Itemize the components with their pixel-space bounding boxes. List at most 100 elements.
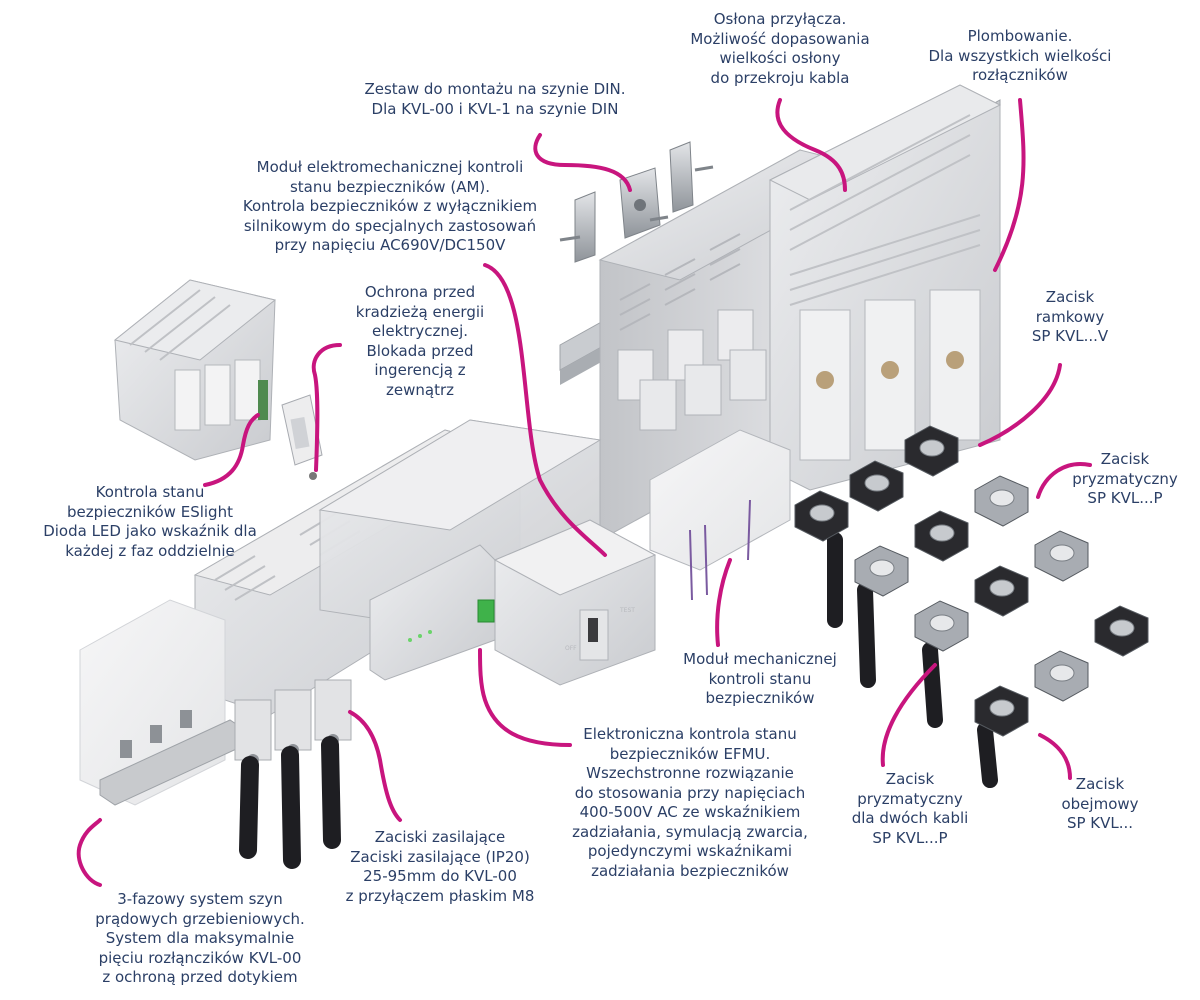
label-line: dla dwóch kabli [851, 809, 969, 827]
label-line: rozłączników [972, 66, 1068, 84]
label-line: System dla maksymalnie [105, 929, 295, 947]
label-line: Zaciski zasilające (IP20) [350, 847, 530, 866]
leader-clamp-bracket [1038, 733, 1072, 780]
mechanical-monitoring-module [639, 349, 791, 601]
leader-am-module [483, 263, 607, 557]
large-fuse-switch-right [768, 84, 1002, 491]
label-din-kit: Zestaw do montażu na szynie DIN.Dla KVL-… [345, 80, 645, 119]
label-line: Zacisk [1100, 450, 1150, 468]
label-line: Zaciski zasilające [374, 828, 506, 846]
cable [922, 642, 943, 728]
leader-cover [775, 98, 847, 192]
leader-din-kit [533, 133, 632, 192]
anti-theft-cover [281, 394, 323, 480]
clamp-terminal [904, 425, 959, 477]
label-line: pryzmatyczny [1072, 469, 1178, 488]
clamp-cluster [794, 425, 1149, 788]
label-line: Zacisk [1075, 775, 1125, 793]
busbar-system [79, 599, 246, 806]
leader-sealing [993, 98, 1026, 272]
label-line: Moduł mechanicznej [683, 650, 837, 668]
leader-mech-module [715, 558, 732, 647]
leader-busbar [76, 818, 102, 887]
label-line: bezpieczników ESlight [67, 502, 233, 521]
cable [977, 722, 998, 788]
label-line: Moduł elektromechanicznej kontroli [256, 158, 524, 176]
label-line: bezpieczników EFMU. [609, 744, 771, 763]
leader-eslight [203, 413, 260, 487]
clamp-terminal [974, 565, 1029, 617]
label-line: Osłona przyłącza. [713, 10, 847, 28]
label-line: silnikowym do specjalnych zastosowań [243, 216, 537, 235]
label-line: kradzieżą energii [355, 302, 485, 321]
efmu-module [369, 544, 496, 681]
efmu-off-marking: OFF [565, 645, 577, 652]
label-line: Elektroniczna kontrola stanu [583, 725, 797, 743]
label-line: Blokada przed [366, 341, 474, 360]
label-line: Kontrola bezpieczników z wyłącznikiem [242, 197, 538, 215]
label-line: Dla KVL-00 i KVL-1 na szynie DIN [371, 99, 619, 118]
din-mounting-kit [559, 141, 714, 263]
label-line: bezpieczników [705, 689, 815, 707]
clamp-terminal [1034, 530, 1089, 582]
label-line: pięciu rozłąnczików KVL-00 [98, 948, 302, 967]
label-line: kontroli stanu [708, 669, 812, 688]
label-line: Wszechstronne rozwiązanie [586, 764, 794, 782]
clamp-terminal [1094, 605, 1149, 657]
label-line: Możliwość dopasowania [690, 29, 870, 48]
label-line: Zacisk [1045, 288, 1095, 306]
cable [857, 582, 876, 688]
clamp-terminal [794, 490, 849, 542]
label-line: SP KVL...P [872, 828, 948, 847]
label-line: zadziałania, symulacją zwarcia, [572, 822, 808, 841]
label-line: SP KVL...P [1087, 489, 1163, 507]
label-line: z ochroną przed dotykiem [102, 968, 298, 986]
label-line: Zacisk [885, 770, 935, 788]
label-line: z przyłączem płaskim M8 [345, 886, 535, 905]
clamp-terminal [914, 510, 969, 562]
label-line: SP KVL...V [1031, 327, 1109, 345]
eslight-fuse-switch [113, 279, 277, 461]
label-line: Plombowanie. [967, 27, 1073, 45]
efmu-test-marking: TEST [619, 607, 635, 614]
leader-efmu [478, 648, 572, 747]
label-line: Dla wszystkich wielkości [928, 46, 1112, 65]
label-line: wielkości osłony [719, 49, 841, 67]
label-line: obejmowy [1061, 794, 1139, 813]
clamp-terminal [974, 475, 1029, 527]
label-line: stanu bezpieczników (AM). [289, 177, 491, 196]
label-line: elektrycznej. [371, 322, 469, 340]
label-line: Dioda LED jako wskaźnik dla [43, 522, 257, 540]
label-line: do stosowania przy napięciach [574, 783, 806, 802]
label-line: 3-fazowy system szyn [117, 890, 283, 908]
clamp-terminal [914, 600, 969, 652]
label-line: zadziałania bezpieczników [591, 861, 789, 880]
label-line: zewnątrz [386, 380, 454, 399]
leader-anti-theft [311, 343, 342, 472]
label-line: każdej z faz oddzielnie [65, 541, 235, 560]
leader-frame-clamp [978, 363, 1062, 447]
label-line: Kontrola stanu [95, 483, 205, 501]
label-line: 25-95mm do KVL-00 [363, 867, 517, 885]
clamp-terminal [854, 545, 909, 597]
clamp-terminal [1034, 650, 1089, 702]
clamp-terminal [849, 460, 904, 512]
label-line: prądowych grzebieniowych. [95, 909, 305, 928]
leader-supply-terminals [348, 710, 402, 822]
label-line: przy napięciu AC690V/DC150V [274, 236, 506, 254]
label-line: pryzmatyczny [857, 789, 963, 808]
clamp-terminal [974, 685, 1029, 737]
